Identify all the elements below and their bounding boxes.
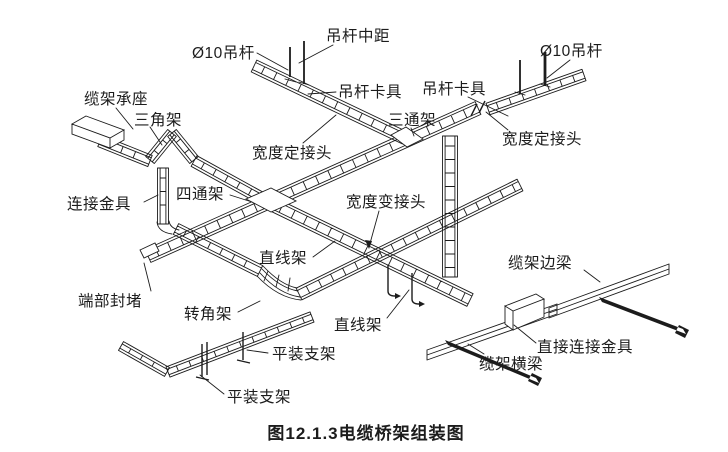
hanger-rods [289,41,521,94]
corner-frame-arcs [256,265,302,301]
side-beam-upper [548,263,670,319]
label-phi10-hanger-rod-right: Ø10吊杆 [540,42,603,60]
four-way-junction-plate [244,187,298,213]
cross-beam-right-bar [599,297,689,338]
tray-bottom-run [295,178,524,301]
tray-seat-box [70,115,126,149]
flat-bracket-rods [195,332,251,381]
label-tray-seat: 缆架承座 [84,90,148,108]
label-hanger-clamp-right: 吊杆卡具 [422,80,486,98]
label-connecting-fitting: 连接金具 [67,195,131,213]
labels-layer: Ø10吊杆 吊杆中距 吊杆卡具 吊杆卡具 Ø10吊杆 缆架承座 三角架 宽度定接… [67,27,633,406]
riser-connecting-fitting [157,167,169,225]
tray-top-right-segment [485,68,587,116]
drop-hook-arrowheads [395,293,425,307]
direct-fitting-channel [503,293,546,331]
label-side-beam: 缆架边梁 [508,254,572,272]
end-cap-plate [139,242,160,259]
tray-hanger-branch [250,59,409,145]
label-tee-frame: 三通架 [388,111,436,129]
label-corner-frame: 转角架 [184,305,232,323]
label-straight-frame-upper: 直线架 [259,249,307,267]
figure-caption: 图12.1.3电缆桥架组装图 [267,423,464,443]
tee-junction-plate [390,126,424,148]
label-straight-frame-lower: 直线架 [334,316,382,334]
label-phi10-hanger-rod-left: Ø10吊杆 [192,44,255,62]
label-flat-bracket-lower: 平装支架 [227,388,291,406]
width-gap-ticks [470,100,486,117]
riser-tall [442,135,458,278]
label-direct-connecting-fitting: 直接连接金具 [537,338,633,356]
side-beam-lower [426,303,558,361]
riser-bottom-curves [156,220,180,235]
tray-corner-approach [172,223,264,277]
label-cross-beam: 缆架横梁 [479,355,543,373]
triangle-bracket-tray-up [145,129,177,164]
label-end-cap: 端部封堵 [78,292,142,310]
label-hanger-rod-spacing: 吊杆中距 [326,27,390,45]
label-triangle-bracket: 三角架 [134,111,182,129]
width-change-leader-arrowhead [365,240,372,249]
drop-hooks [387,265,420,305]
label-width-change-joint: 宽度变接头 [346,193,426,211]
hanger-rod-clamp-ticks [284,78,551,96]
label-width-fixed-joint-left: 宽度定接头 [252,144,332,162]
label-width-fixed-joint-right: 宽度定接头 [502,130,582,148]
label-four-way-frame: 四通架 [176,185,224,203]
label-hanger-clamp-left: 吊杆卡具 [338,83,402,101]
label-flat-bracket-upper: 平装支架 [272,345,336,363]
leader-lines [115,44,601,395]
triangle-bracket-tray-dn [167,129,199,164]
cross-beam-left-bar [445,340,542,386]
flat-bracket-tray-left [118,341,170,377]
flat-bracket-tray-right [165,311,315,378]
